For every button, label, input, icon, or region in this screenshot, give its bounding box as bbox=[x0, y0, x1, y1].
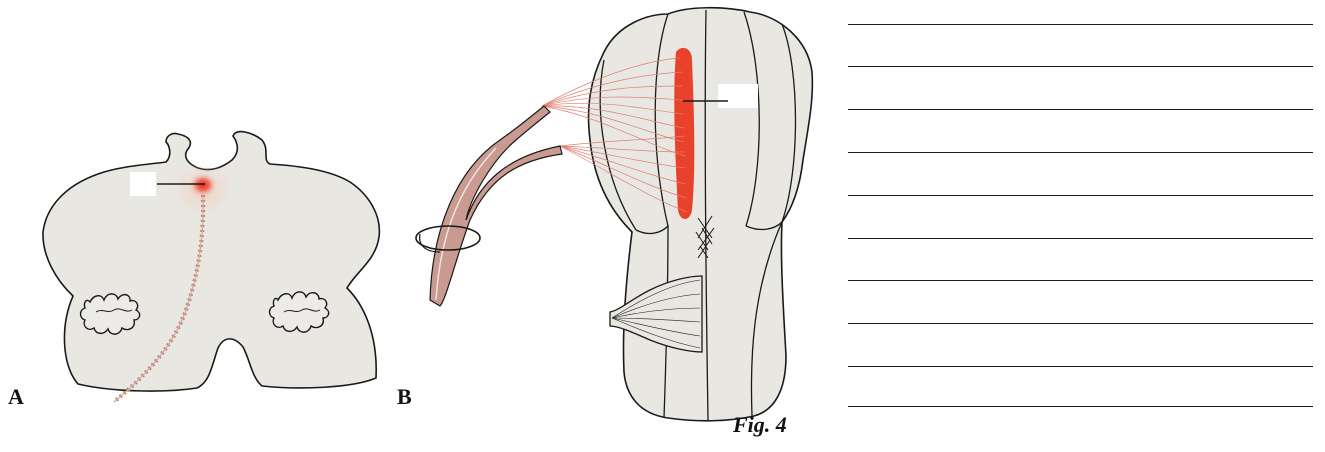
label-box-a bbox=[130, 172, 156, 196]
label-box-b bbox=[718, 84, 758, 108]
nerve-root bbox=[430, 106, 562, 306]
highlight-dot-a bbox=[189, 173, 217, 197]
answer-line[interactable] bbox=[848, 323, 1313, 324]
answer-line[interactable] bbox=[848, 280, 1313, 281]
panel-b-label: B bbox=[397, 384, 412, 410]
answer-line[interactable] bbox=[848, 24, 1313, 25]
answer-line[interactable] bbox=[848, 66, 1313, 67]
answer-line[interactable] bbox=[848, 406, 1313, 407]
panel-a-label: A bbox=[8, 384, 24, 410]
panel-b-brainstem bbox=[416, 8, 812, 421]
answer-line[interactable] bbox=[848, 366, 1313, 367]
red-tract bbox=[674, 48, 694, 219]
answer-lines bbox=[848, 0, 1313, 447]
answer-line[interactable] bbox=[848, 109, 1313, 110]
figure-caption: Fig. 4 bbox=[733, 412, 787, 438]
panel-a-section bbox=[43, 132, 379, 402]
answer-line[interactable] bbox=[848, 195, 1313, 196]
answer-line[interactable] bbox=[848, 152, 1313, 153]
answer-line[interactable] bbox=[848, 238, 1313, 239]
brainstem-outline bbox=[589, 8, 813, 421]
